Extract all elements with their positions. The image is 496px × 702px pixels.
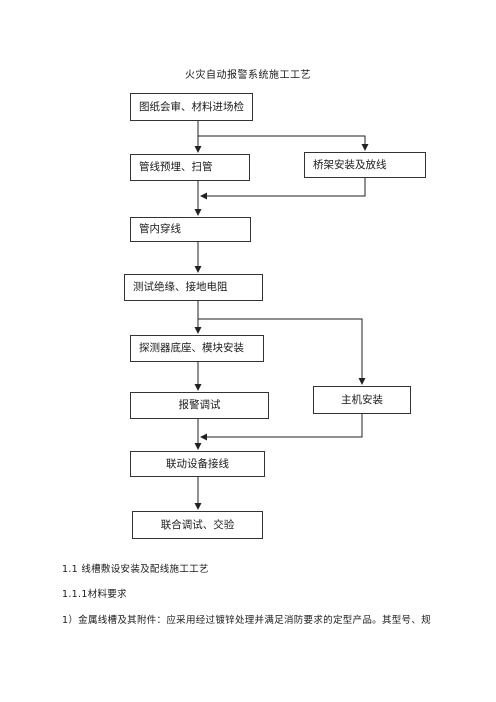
flow-step-drawing-review: 图纸会审、材料进场检 <box>130 93 253 121</box>
flow-step-tray-installation: 桥架安装及放线 <box>304 152 426 178</box>
flow-step-alarm-debugging: 报警调试 <box>130 392 269 419</box>
section-heading: 1.1 线槽敷设安装及配线施工工艺 <box>62 564 209 575</box>
flow-step-detector-installation: 探测器底座、模块安装 <box>130 335 264 362</box>
arrow-s3-merge <box>200 178 366 200</box>
arrow-s8-merge <box>200 414 363 441</box>
body-paragraph: 1）金属线槽及其附件：应采用经过镀锌处理并满足消防要求的定型产品。其型号、规 <box>62 615 431 626</box>
document-title: 火灾自动报警系统施工工艺 <box>185 70 311 81</box>
flow-step-host-installation: 主机安装 <box>313 386 411 414</box>
flow-step-insulation-test: 测试绝缘、接地电阻 <box>124 274 263 301</box>
flow-step-linkage-wiring: 联动设备接线 <box>130 451 265 477</box>
flow-step-joint-commissioning: 联合调试、交验 <box>132 511 263 539</box>
arrow-s5-s8 <box>198 318 366 385</box>
flow-step-wire-threading: 管内穿线 <box>130 217 251 242</box>
flow-step-conduit-embedding: 管线预埋、扫管 <box>130 154 250 181</box>
subsection-heading: 1.1.1材料要求 <box>62 589 127 600</box>
arrow-s1-s3 <box>198 135 369 151</box>
